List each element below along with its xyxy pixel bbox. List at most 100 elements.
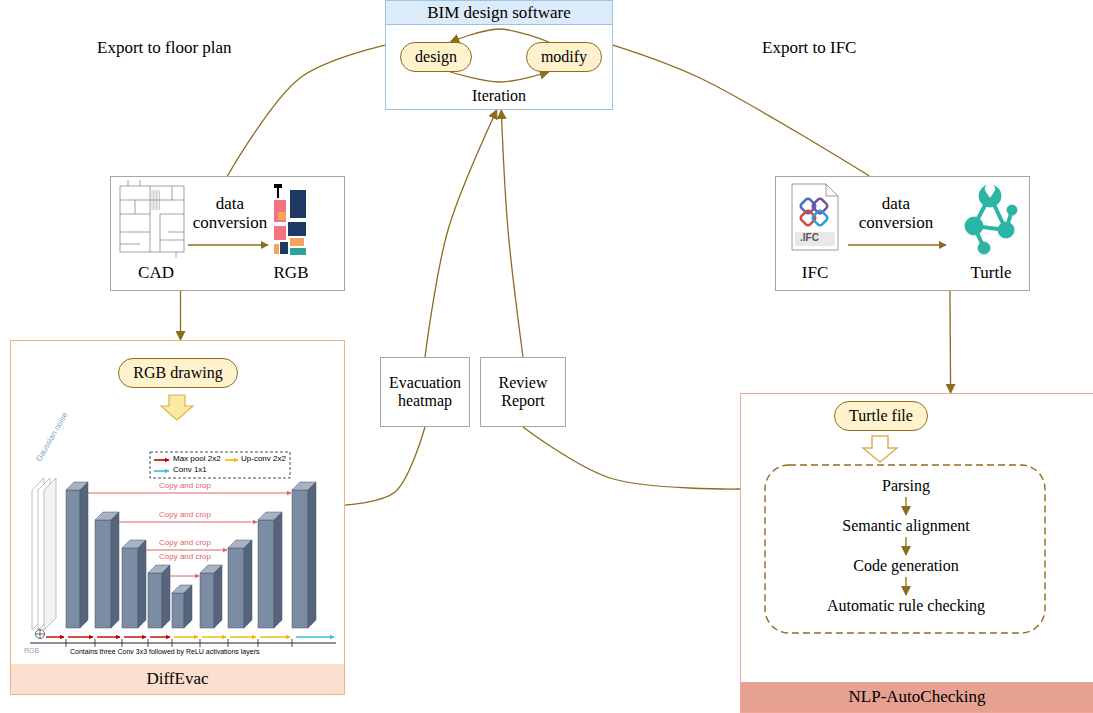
baseline-tick (292, 639, 293, 647)
feature-block-side (308, 482, 316, 628)
legend-frame (150, 452, 290, 478)
baseline-tick (228, 639, 229, 647)
unet-illustration (30, 452, 336, 647)
process-step: Automatic rule checking (823, 595, 989, 617)
feature-block (172, 593, 184, 628)
upconv-arrow (260, 636, 290, 637)
conv-arrow (296, 636, 334, 637)
maxpool-arrow (150, 636, 170, 637)
cad-outline (120, 186, 184, 252)
legend-arrow (154, 470, 169, 472)
node-text: Parsing (882, 477, 930, 495)
feature-block-side (162, 565, 170, 628)
ifc-logo-ring (812, 198, 829, 215)
molecule-atom (978, 242, 990, 254)
process-pill: design (400, 42, 472, 72)
process-pill: modify (526, 42, 602, 72)
edge-label: Export to floor plan (95, 38, 234, 58)
feature-block-side (80, 482, 88, 628)
skip-connection (119, 522, 257, 523)
node-text: Review Report (481, 358, 565, 426)
ifc-logo-ring (800, 198, 817, 215)
node-text: data conversion (848, 195, 944, 232)
input-label: RGB (24, 647, 39, 654)
node-text: DiffEvac (11, 664, 344, 694)
cad-hatch (155, 190, 156, 210)
molecule-glint (985, 184, 995, 198)
cad-line (168, 232, 184, 233)
connector (450, 29, 548, 42)
node-text: modify (541, 48, 587, 66)
skip-connection (146, 550, 227, 551)
process-step: Code generation (849, 555, 962, 577)
skip-label: Copy and crop (157, 539, 213, 547)
process-pill: RGB drawing (118, 358, 237, 388)
file-extension: .IFC (800, 233, 819, 243)
ifc-file-icon (792, 184, 838, 250)
floorplan-room (278, 212, 286, 220)
floorplan-room (274, 226, 286, 240)
feature-block-side (138, 540, 146, 628)
node-text: RGB drawing (133, 364, 222, 382)
feature-block (258, 520, 274, 628)
baseline-tick (122, 639, 123, 647)
connector (450, 72, 548, 82)
node-text: NLP-AutoChecking (741, 682, 1093, 712)
cad-line (140, 180, 141, 186)
node-text: Automatic rule checking (827, 597, 985, 615)
feature-block-side (244, 540, 252, 628)
node-text: Turtle file (849, 407, 913, 425)
floorplan-room (290, 248, 306, 255)
cad-drawing (120, 180, 184, 258)
legend-text: Conv 1x1 (173, 466, 207, 474)
floorplan-room (290, 238, 304, 246)
figure-note: Contains three Conv 3x3 followed by ReLU… (70, 648, 260, 655)
process-step: Parsing (878, 475, 934, 497)
software-panel: BIM design softwareIterationdesignmodify (385, 0, 613, 110)
feature-block (200, 573, 214, 628)
floorplan-room (288, 222, 306, 236)
add-symbol (36, 630, 45, 639)
cad-line (135, 200, 136, 214)
node-text: IFC (780, 263, 850, 283)
connector (613, 45, 869, 176)
cad-line (176, 252, 177, 258)
connector (905, 537, 906, 555)
cad-line (150, 186, 151, 252)
node-text: data conversion (189, 195, 271, 232)
floorplan-room (277, 184, 279, 198)
cad-hatch (152, 190, 153, 210)
block-arrow (863, 436, 897, 462)
noise-label: Gaussian noise (35, 411, 70, 463)
legend-text: Max pool 2x2 (173, 455, 221, 463)
molecule-atom (965, 217, 983, 235)
skip-label: Copy and crop (157, 511, 213, 519)
feature-block (122, 548, 138, 628)
cad-line (128, 180, 129, 186)
baseline-tick (95, 639, 96, 647)
skip-label: Copy and crop (157, 553, 213, 561)
add-symbol-cross (36, 630, 45, 639)
cad-hatch (156, 190, 157, 210)
feature-block-side (111, 512, 119, 628)
feature-block-side (214, 565, 222, 628)
process-step: Semantic alignment (838, 515, 974, 537)
connector (523, 427, 740, 489)
node-text: Semantic alignment (842, 517, 970, 535)
file-corner (826, 184, 838, 196)
rgb-floorplan (274, 184, 306, 255)
feature-block-side (274, 512, 282, 628)
node-text: RGB (261, 263, 321, 283)
feature-block (66, 490, 80, 628)
file-outline (792, 184, 838, 250)
feature-block-side (184, 585, 192, 628)
conversion-box: CADdata conversionRGB (110, 176, 345, 291)
molecule-atom (998, 222, 1014, 238)
floorplan-room (274, 244, 279, 254)
connector (905, 497, 906, 515)
legend-text: Up-conv 2x2 (241, 455, 286, 463)
noise-slab (44, 478, 56, 630)
baseline-tick (258, 639, 259, 647)
